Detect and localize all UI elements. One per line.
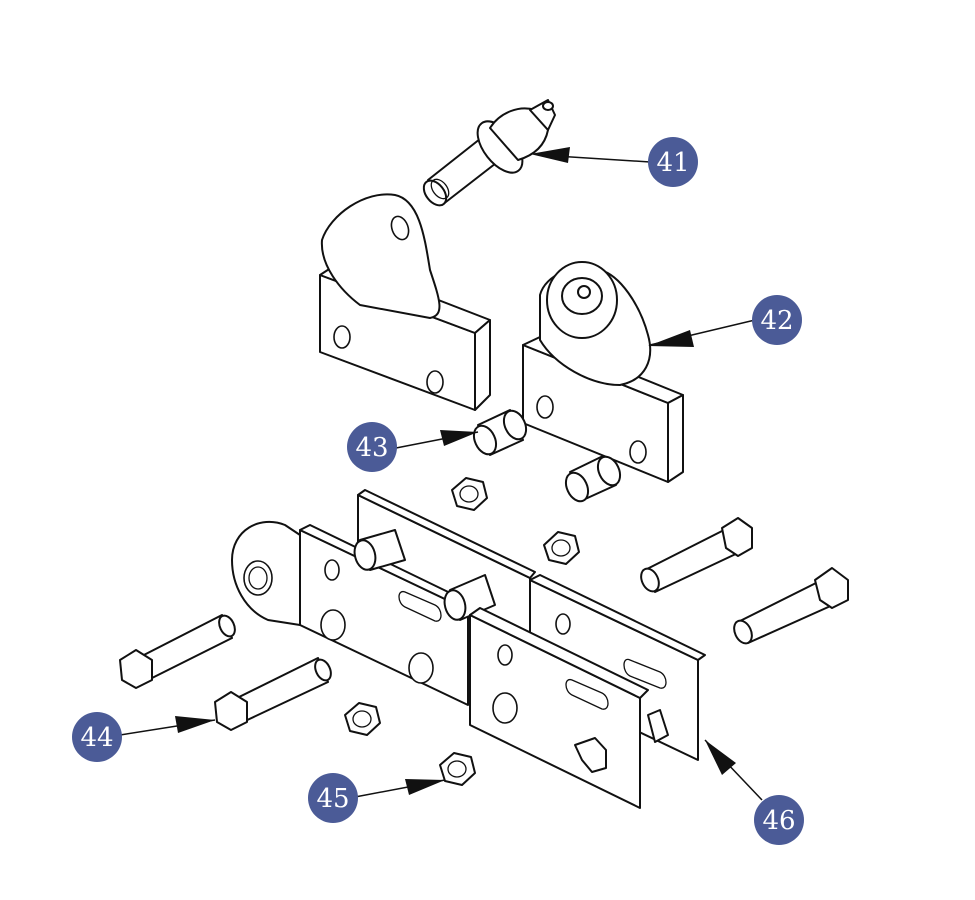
leader-46 xyxy=(704,739,763,801)
part-43-bushings xyxy=(472,409,622,503)
callout-46: 46 xyxy=(754,795,804,845)
leader-45 xyxy=(354,779,446,798)
part-46-chain-link-assembly xyxy=(231,489,706,809)
nut-upper-1 xyxy=(451,477,488,511)
callout-44-label: 44 xyxy=(80,723,113,753)
bolt-left-1 xyxy=(119,614,236,689)
part-45-nut xyxy=(439,752,476,786)
holder-block-left xyxy=(319,193,491,411)
callout-43: 43 xyxy=(347,422,397,472)
part-41-cutter-pick xyxy=(422,99,556,207)
callout-42-label: 42 xyxy=(760,306,793,336)
bolt-right-2 xyxy=(733,567,849,645)
leader-41 xyxy=(530,147,651,163)
callout-41-label: 41 xyxy=(656,148,689,178)
nut-lower-1 xyxy=(344,702,381,736)
callout-45: 45 xyxy=(308,773,358,823)
leader-43 xyxy=(395,430,479,449)
callout-44: 44 xyxy=(72,712,122,762)
bolt-right-1 xyxy=(640,517,753,593)
part-42-holder-block-right xyxy=(522,261,684,483)
leader-44 xyxy=(119,716,216,736)
part-44-bolt xyxy=(214,657,332,731)
callout-43-label: 43 xyxy=(355,433,388,463)
callout-46-label: 46 xyxy=(762,806,795,836)
leader-42 xyxy=(648,319,756,347)
callout-45-label: 45 xyxy=(316,784,349,814)
nut-upper-2 xyxy=(543,531,580,565)
callout-42: 42 xyxy=(752,295,802,345)
callout-41: 41 xyxy=(648,137,698,187)
